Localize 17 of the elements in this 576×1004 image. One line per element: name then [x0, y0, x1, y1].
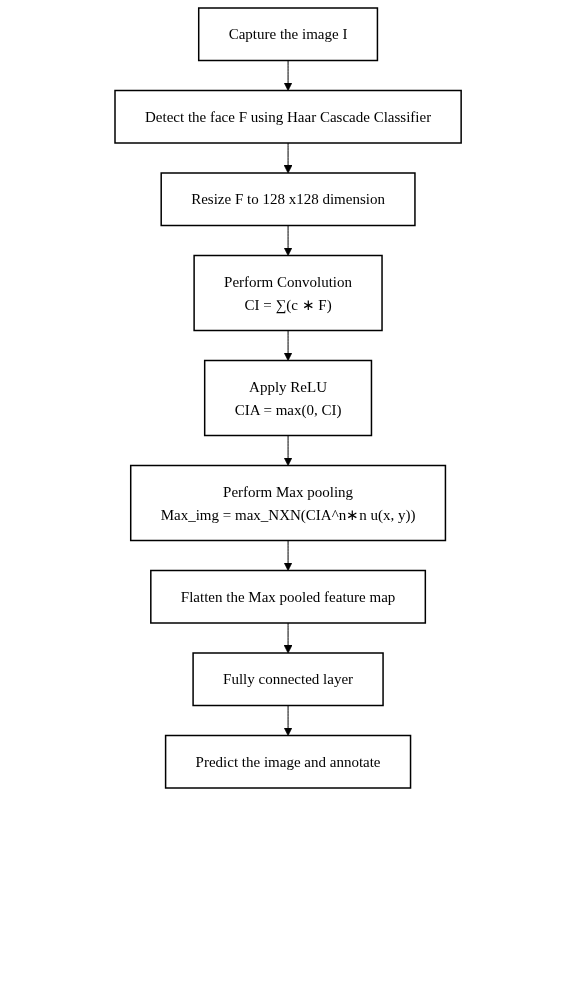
node-box: Apply ReLU CIA = max(0, CI) — [203, 359, 373, 437]
node-box: Detect the face F using Haar Cascade Classifier — [114, 89, 462, 144]
arrow — [283, 142, 293, 174]
node-box: Fully connected layer — [192, 652, 384, 707]
arrow — [283, 540, 293, 571]
node-box: Capture the image I — [197, 7, 379, 62]
arrow — [283, 330, 293, 361]
node-box: Perform Max pooling Max_img = max_NXN(CIA^n∗n u(x, y)) — [129, 464, 447, 542]
arrow — [283, 225, 293, 256]
node-box: Resize F to 128 x128 dimension — [160, 172, 416, 227]
arrow — [283, 435, 293, 466]
node-box: Perform Convolution CI = ∑(c ∗ F) — [193, 254, 383, 332]
node-box: Flatten the Max pooled feature map — [150, 569, 426, 624]
arrow — [283, 60, 293, 91]
arrow — [283, 622, 293, 654]
arrow — [283, 705, 293, 736]
node-box: Predict the image and annotate — [164, 734, 412, 789]
